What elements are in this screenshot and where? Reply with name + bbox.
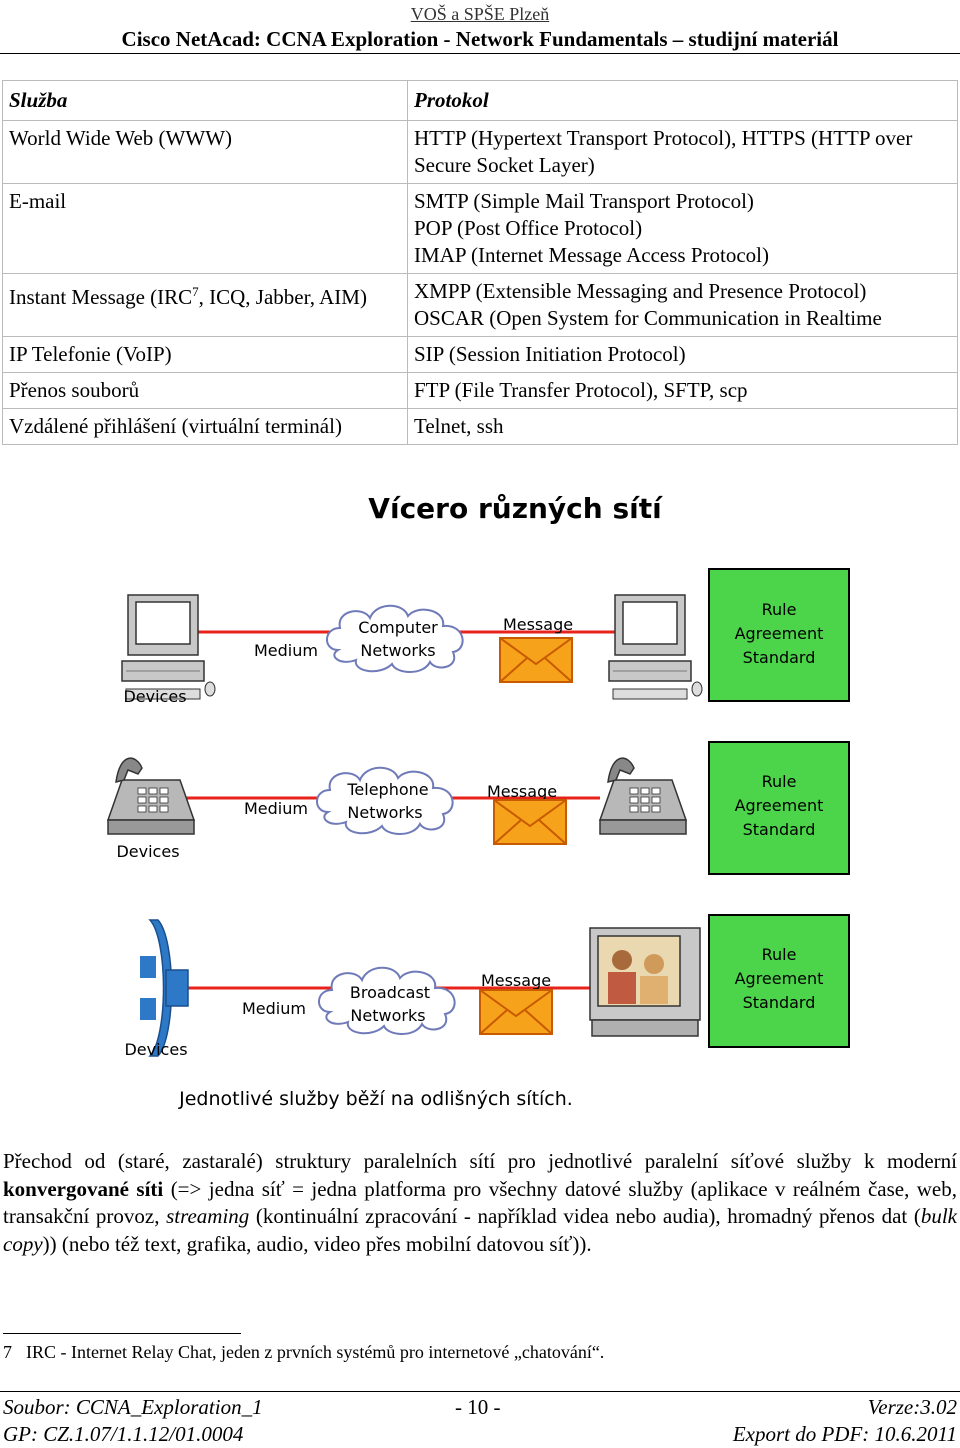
network-label: Computer: [358, 618, 438, 637]
envelope-icon: [493, 799, 567, 845]
footnote-number: 7: [3, 1342, 12, 1362]
cloud-icon: [315, 766, 454, 835]
rule-label: Standard: [743, 993, 816, 1012]
computer-icon: [121, 594, 216, 700]
protocol-cell: HTTP (Hypertext Transport Protocol), HTT…: [407, 120, 958, 184]
protocol-line: FTP (File Transfer Protocol), SFTP, scp: [414, 378, 748, 402]
column-header-service: Služba: [2, 80, 408, 121]
emphasis-italic: bulk copy: [3, 1204, 957, 1256]
protocol-line: OSCAR (Open System for Communication in …: [414, 306, 882, 330]
networks-figure: Vícero různých sítí Devices Medium Compu…: [107, 492, 850, 1110]
network-label: Networks: [360, 641, 435, 660]
envelope-icon: [499, 637, 573, 683]
header-divider: [0, 53, 960, 54]
table-row: Instant Message (IRC7, ICQ, Jabber, AIM)…: [2, 273, 958, 337]
footnote-ref: 7: [192, 284, 199, 299]
television-icon: [589, 927, 701, 1037]
footnote: 7 IRC - Internet Relay Chat, jeden z prvn…: [3, 1342, 604, 1363]
table-row: World Wide Web (WWW) HTTP (Hypertext Tra…: [2, 120, 958, 184]
school-name: VOŠ a SPŠE Plzeň: [410, 4, 550, 24]
table-row: Přenos souborů FTP (File Transfer Protoc…: [2, 372, 958, 409]
message-label: Message: [503, 615, 573, 634]
column-header-protocol: Protokol: [407, 80, 958, 121]
protocol-cell: SIP (Session Initiation Protocol): [407, 336, 958, 373]
rule-label: Agreement: [735, 796, 824, 815]
footer-grant: GP: CZ.1.07/1.1.12/01.0004: [3, 1422, 244, 1446]
devices-label: Devices: [124, 1040, 187, 1059]
footer-file: Soubor: CCNA_Exploration_1: [3, 1395, 263, 1419]
rule-label: Rule: [762, 600, 797, 619]
antenna-icon: [140, 919, 189, 1057]
footnote-text: IRC - Internet Relay Chat, jeden z první…: [26, 1342, 605, 1362]
table-row: IP Telefonie (VoIP) SIP (Session Initiat…: [2, 336, 958, 373]
phone-icon: [599, 757, 687, 835]
devices-label: Devices: [116, 842, 179, 861]
message-label: Message: [487, 782, 557, 801]
medium-label: Medium: [244, 799, 308, 818]
medium-label: Medium: [254, 641, 318, 660]
services-table: Služba Protokol World Wide Web (WWW) HTT…: [2, 80, 958, 445]
computer-network-row: Devices Medium Computer Networks Message…: [121, 568, 850, 706]
rule-label: Rule: [762, 772, 797, 791]
service-cell: E-mail: [2, 183, 408, 274]
table-row: Vzdálené přihlášení (virtuální terminál)…: [2, 408, 958, 445]
document-title: Cisco NetAcad: CCNA Exploration - Networ…: [121, 27, 839, 51]
body-paragraph: Přechod od (staré, zastaralé) struktury …: [3, 1149, 957, 1256]
protocol-line: SMTP (Simple Mail Transport Protocol): [414, 189, 754, 213]
protocol-cell: FTP (File Transfer Protocol), SFTP, scp: [407, 372, 958, 409]
protocol-line: XMPP (Extensible Messaging and Presence …: [414, 279, 867, 303]
table-header-row: Služba Protokol: [2, 80, 958, 121]
service-cell: IP Telefonie (VoIP): [2, 336, 408, 373]
rule-label: Agreement: [735, 969, 824, 988]
emphasis-bold: konvergované síti: [3, 1176, 164, 1201]
protocol-line: POP (Post Office Protocol): [414, 216, 643, 240]
service-cell: Vzdálené přihlášení (virtuální terminál): [2, 408, 408, 445]
footer-page-number: - 10 -: [455, 1395, 501, 1419]
emphasis-italic: streaming: [166, 1204, 250, 1228]
protocol-line: SIP (Session Initiation Protocol): [414, 342, 686, 366]
protocol-line: Telnet, ssh: [414, 414, 504, 438]
service-cell: World Wide Web (WWW): [2, 120, 408, 184]
table-row: E-mail SMTP (Simple Mail Transport Proto…: [2, 183, 958, 274]
rule-label: Rule: [762, 945, 797, 964]
protocol-cell: Telnet, ssh: [407, 408, 958, 445]
protocol-cell: SMTP (Simple Mail Transport Protocol) PO…: [407, 183, 958, 274]
footer-export-date: Export do PDF: 10.6.2011: [732, 1422, 957, 1446]
service-cell: Přenos souborů: [2, 372, 408, 409]
network-label: Broadcast: [350, 983, 430, 1002]
rule-label: Standard: [743, 820, 816, 839]
network-label: Telephone: [346, 780, 428, 799]
figure-title: Vícero různých sítí: [368, 492, 663, 525]
phone-icon: [107, 757, 195, 835]
telephone-network-row: Devices Medium Telephone Networks Messag…: [107, 741, 850, 875]
service-cell: Instant Message (IRC7, ICQ, Jabber, AIM): [2, 273, 408, 337]
devices-label: Devices: [123, 687, 186, 706]
medium-label: Medium: [242, 999, 306, 1018]
protocol-cell: XMPP (Extensible Messaging and Presence …: [407, 273, 958, 337]
rule-label: Standard: [743, 648, 816, 667]
footer-version: Verze:3.02: [867, 1395, 957, 1419]
footer-divider: [0, 1391, 960, 1392]
protocol-line: IMAP (Internet Message Access Protocol): [414, 243, 769, 267]
rule-label: Agreement: [735, 624, 824, 643]
figure-caption: Jednotlivé služby běží na odlišných sítí…: [178, 1088, 573, 1110]
computer-icon: [608, 594, 703, 700]
protocol-line: HTTP (Hypertext Transport Protocol), HTT…: [414, 126, 913, 177]
network-label: Networks: [350, 1006, 425, 1025]
envelope-icon: [479, 989, 553, 1035]
footnote-divider: [3, 1333, 241, 1334]
network-label: Networks: [347, 803, 422, 822]
message-label: Message: [481, 971, 551, 990]
broadcast-network-row: Devices Medium Broadcast Networks Messag…: [124, 914, 850, 1059]
cloud-icon: [325, 604, 464, 673]
